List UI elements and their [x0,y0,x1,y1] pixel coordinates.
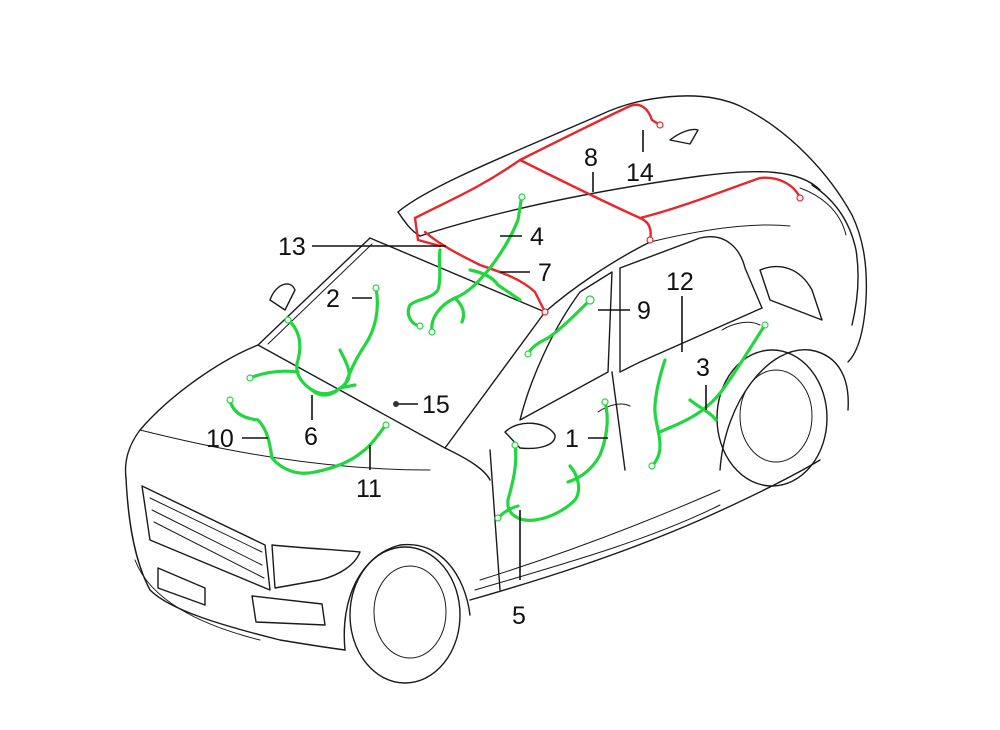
callout-label-8: 8 [584,144,598,172]
connector-node [601,398,609,406]
connector-node [656,121,664,129]
harness-3-branch [688,398,718,422]
connector-node [541,308,549,316]
harness-6 [286,318,351,396]
roof-harness-front-drop [423,230,547,314]
connector-node [372,284,380,292]
callout-label-15: 15 [422,391,450,419]
connector-node [518,193,526,201]
callout-label-3: 3 [696,354,710,382]
roof-harness-left [413,216,442,248]
connector-node [246,374,254,382]
harness-7 [468,268,522,302]
connector-node [494,514,502,522]
callout-label-13: 13 [278,233,306,261]
connector-nodes [226,121,804,522]
callout-label-5: 5 [512,602,526,630]
harness-10 [228,398,388,475]
vehicle-outline [124,95,868,684]
connector-node [648,462,656,470]
harness-3 [658,323,767,434]
connector-node [226,396,234,404]
roof-harness-branch [518,158,652,242]
callout-label-11: 11 [356,475,382,503]
harness-12 [650,358,667,468]
connector-node [284,316,292,324]
harness-5 [506,443,581,522]
roof-harness-main [413,103,662,220]
callout-label-6: 6 [304,423,318,451]
connector-node [524,350,532,358]
callout-label-12: 12 [666,268,694,296]
callout-label-9: 9 [637,297,651,325]
connector-node [428,328,436,336]
connector-node [646,236,654,244]
callout-label-14: 14 [626,159,654,187]
callout-label-7: 7 [538,259,552,287]
connector-node [761,321,769,329]
connector-node [796,194,804,202]
connector-node [585,295,595,305]
connector-node [382,421,390,429]
harness-6-branch-b [310,383,357,397]
callout-leaders [242,130,707,580]
callout-label-1: 1 [565,425,579,453]
harness-13-branch [453,296,466,324]
callout-labels: 1 2 3 4 5 6 7 8 9 10 11 12 13 14 15 [206,144,710,630]
harness-6-branch [248,369,300,380]
roof-harness [413,103,802,314]
harness-9 [526,298,592,356]
roof-harness-rear [638,176,802,220]
callout-label-2: 2 [326,285,340,313]
harness-4 [430,193,524,334]
callout-label-10: 10 [206,425,234,453]
callout-label-4: 4 [530,223,544,251]
fastener-15-icon [393,401,399,407]
connector-node [511,441,519,449]
connector-node [416,322,424,330]
harness-13 [406,248,442,328]
